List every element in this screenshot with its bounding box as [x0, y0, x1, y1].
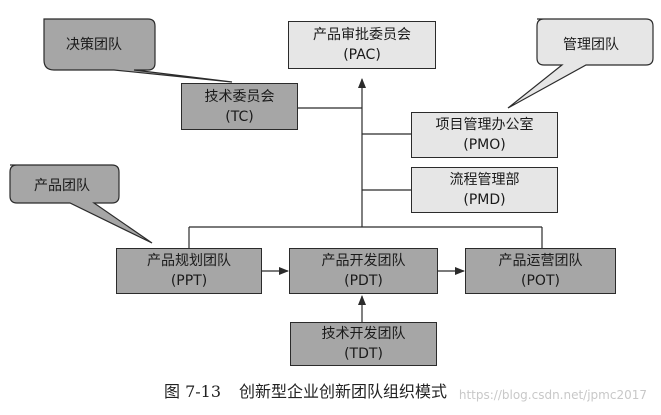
callout-bubble-product: [9, 164, 153, 244]
pmo-name: 项目管理办公室: [435, 117, 534, 133]
figure-caption: 图 7-13 创新型企业创新团队组织模式: [164, 378, 447, 402]
box-pmo: 项目管理办公室 (PMO): [411, 112, 558, 158]
box-ppt: 产品规划团队 (PPT): [116, 248, 262, 294]
box-pmd: 流程管理部 (PMD): [411, 167, 558, 213]
callout-bubble-management: [507, 18, 654, 109]
pac-name: 产品审批委员会: [313, 27, 411, 43]
callout-product-label: 产品团队: [34, 178, 90, 194]
tc-abbr: (TC): [225, 108, 254, 125]
caption-title: 创新型企业创新团队组织模式: [239, 382, 448, 401]
callout-decision-label: 决策团队: [66, 37, 122, 53]
tc-name: 技术委员会: [204, 88, 275, 105]
pmo-abbr: (PMO): [463, 137, 506, 153]
pot-name: 产品运营团队: [498, 253, 583, 269]
ppt-abbr: (PPT): [170, 273, 208, 289]
tdt-name: 技术开发团队: [321, 326, 406, 342]
pmd-name: 流程管理部: [449, 172, 520, 188]
ppt-name: 产品规划团队: [147, 253, 231, 269]
box-pot: 产品运营团队 (POT): [465, 248, 616, 294]
watermark: https://blog.csdn.net/jpmc2017: [458, 388, 647, 402]
box-pac: 产品审批委员会 (PAC): [288, 21, 436, 69]
caption-number: 图 7-13: [164, 382, 222, 401]
callout-management-label: 管理团队: [563, 37, 619, 53]
tdt-abbr: (TDT): [344, 346, 383, 362]
pdt-name: 产品开发团队: [321, 253, 406, 269]
pmd-abbr: (PMD): [463, 192, 506, 208]
pac-abbr: (PAC): [343, 47, 381, 63]
pdt-abbr: (PDT): [344, 273, 383, 289]
box-tdt: 技术开发团队 (TDT): [290, 322, 437, 366]
box-pdt: 产品开发团队 (PDT): [289, 248, 438, 294]
box-tc: 技术委员会 (TC): [181, 83, 298, 130]
callout-bubble-decision: [43, 18, 233, 83]
pot-abbr: (POT): [521, 273, 560, 289]
